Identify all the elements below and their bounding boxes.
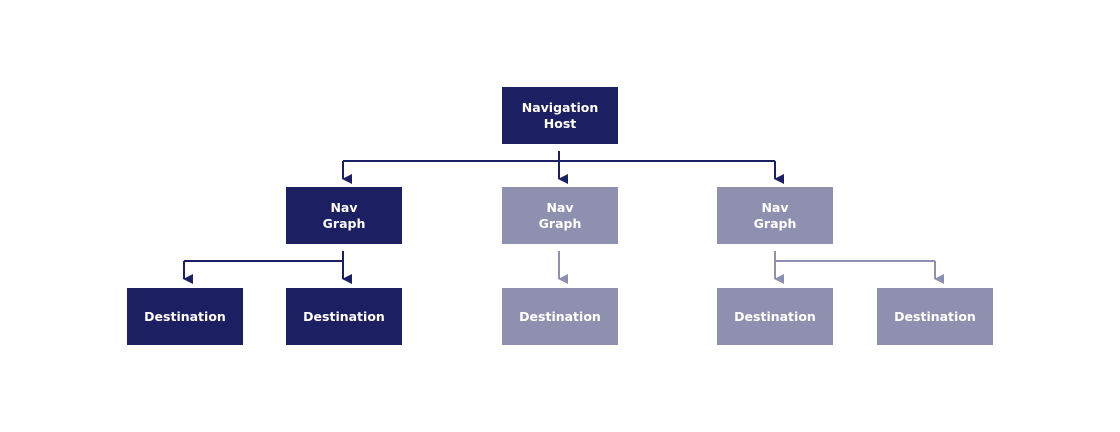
- destination-node-1: Destination: [127, 288, 243, 345]
- host-to-graphs-connector: [343, 151, 775, 162]
- nav-graph-node-3: Nav Graph: [717, 187, 833, 244]
- destination-node-2: Destination: [286, 288, 402, 345]
- graph-3-connector: [774, 251, 935, 262]
- navigation-host-node: Navigation Host: [502, 87, 618, 144]
- nav-graph-node-1: Nav Graph: [286, 187, 402, 244]
- destination-node-5: Destination: [877, 288, 993, 345]
- destination-node-3: Destination: [502, 288, 618, 345]
- nav-graph-node-2: Nav Graph: [502, 187, 618, 244]
- graph-1-connector: [184, 251, 344, 262]
- destination-node-4: Destination: [717, 288, 833, 345]
